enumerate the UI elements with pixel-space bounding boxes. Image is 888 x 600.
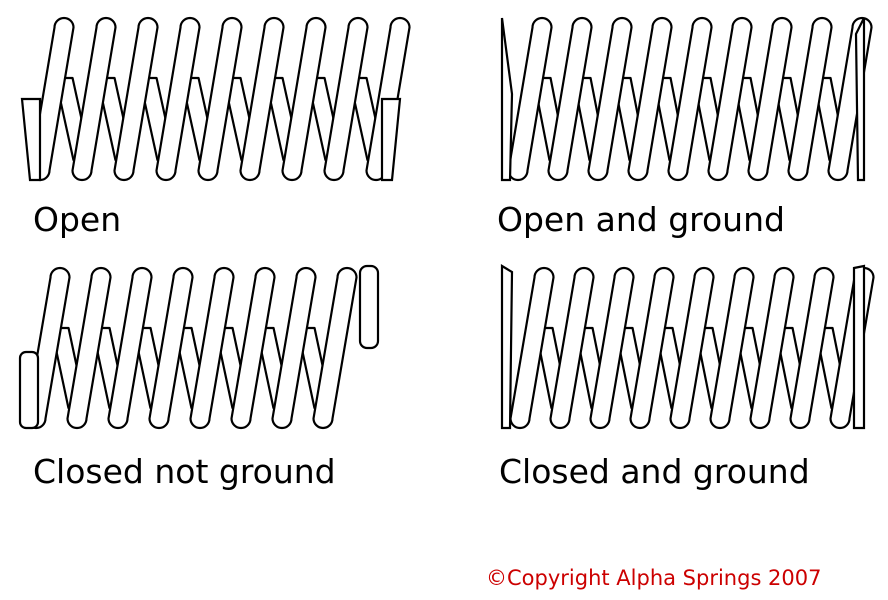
spring-coil [148,266,194,430]
spring-coil [789,266,835,430]
spring-coil [667,16,713,182]
spring-closed-not-ground-illustration [16,262,386,434]
label-closed-and-ground: Closed and ground [499,452,810,491]
spring-coil [197,16,243,182]
spring-coil [323,16,369,182]
spring-coil [66,266,112,430]
spring-coil [547,16,593,182]
spring-coil [709,266,755,430]
label-open-and-ground: Open and ground [497,200,785,239]
spring-coil [787,16,833,182]
spring-coil [629,266,675,430]
copyright-notice: ©Copyright Alpha Springs 2007 [486,566,822,590]
spring-coil [587,16,633,182]
spring-coil [113,16,159,182]
spring-coil [509,266,555,430]
spring-coil [312,266,358,430]
spring-coil [189,266,235,430]
spring-coil [589,266,635,430]
spring-open-illustration [18,14,411,186]
label-closed-not-ground: Closed not ground [33,452,336,491]
spring-coil [230,266,276,430]
label-open: Open [33,200,122,239]
spring-end-left [20,97,42,182]
spring-ground-end-right [852,264,866,430]
spring-coil [707,16,753,182]
spring-closed-end-left [18,350,40,430]
spring-coil [281,16,327,182]
spring-coil [239,16,285,182]
spring-coil [749,266,795,430]
spring-coil [155,16,201,182]
spring-ground-end-left [500,264,514,430]
spring-coil [627,16,673,182]
spring-closed-and-ground-illustration [498,262,875,434]
spring-coil [71,16,117,182]
spring-ground-end-right [854,17,866,182]
spring-coil [747,16,793,182]
spring-coil [669,266,715,430]
spring-coil [107,266,153,430]
spring-coil [549,266,595,430]
spring-closed-end-right [358,264,380,350]
spring-coil [271,266,317,430]
spring-end-right [380,97,402,182]
spring-open-and-ground-illustration [498,14,873,186]
spring-coil [507,16,553,182]
spring-ground-end-left [500,17,514,182]
